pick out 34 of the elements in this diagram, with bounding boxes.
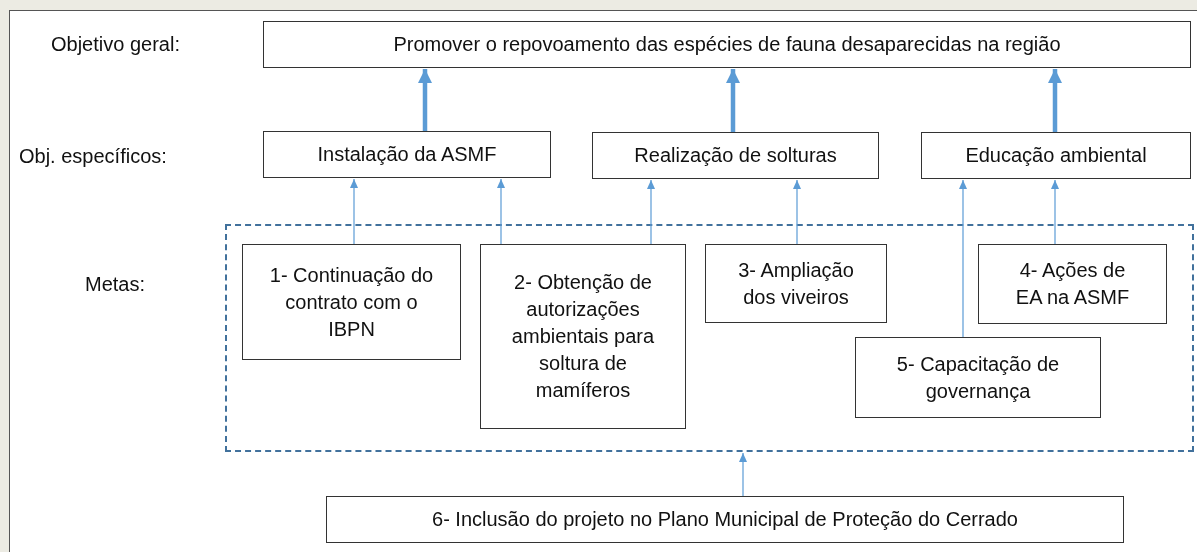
node-text: Educação ambiental — [965, 143, 1147, 168]
node-text: Promover o repovoamento das espécies de fauna desaparecidas na região — [393, 32, 1061, 57]
node-text: 3- Ampliação dos viveiros — [737, 257, 855, 310]
node-text: Realização de solturas — [634, 143, 837, 168]
dashed-group-frame — [225, 224, 1194, 452]
arrow — [793, 179, 801, 245]
arrow — [350, 178, 358, 245]
arrow — [1051, 179, 1059, 245]
arrow — [497, 178, 505, 245]
text-box — [921, 132, 1191, 179]
text-box — [263, 131, 551, 178]
arrow — [726, 69, 740, 132]
node-text: 1- Continuação do contrato com o IBPN — [269, 262, 434, 342]
text-box — [705, 244, 887, 323]
node-text: 2- Obtenção de autorizações ambientais para soltura de mamíferos — [510, 270, 656, 403]
arrow — [739, 452, 747, 497]
arrow — [647, 179, 655, 245]
text-box — [592, 132, 879, 179]
arrow — [959, 179, 967, 338]
text-box — [326, 496, 1124, 543]
node-text: 6- Inclusão do projeto no Plano Municipal de Proteção do Cerrado — [432, 507, 1018, 532]
text-box — [263, 21, 1191, 68]
text-box — [242, 244, 461, 360]
arrow — [418, 69, 432, 131]
text-box — [855, 337, 1101, 418]
node-text: 4- Ações de EA na ASMF — [1014, 258, 1131, 310]
arrow — [1048, 69, 1062, 132]
text-box — [480, 244, 686, 429]
row-label: Obj. específicos: — [19, 144, 167, 169]
text-box — [978, 244, 1167, 324]
node-text: Instalação da ASMF — [317, 142, 497, 167]
row-label: Objetivo geral: — [51, 32, 180, 57]
node-text: 5- Capacitação de governança — [895, 351, 1061, 404]
row-label: Metas: — [85, 272, 146, 297]
